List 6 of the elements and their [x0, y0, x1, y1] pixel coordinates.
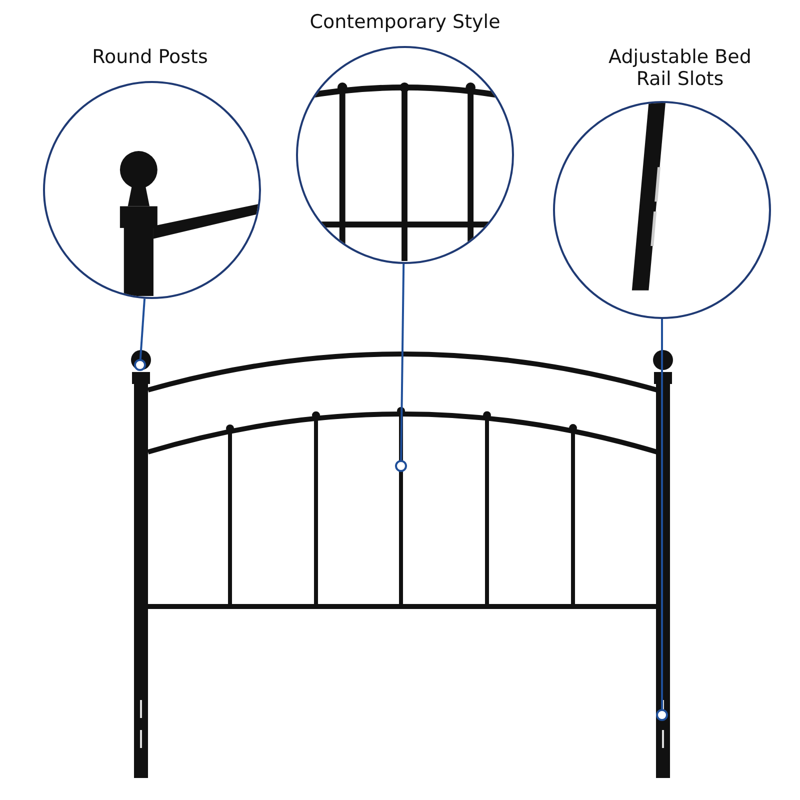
callout-heading: Adjustable Bed Rail Slots [608, 46, 752, 90]
callout-heading: Round Posts [91, 46, 209, 68]
callout-heading: Contemporary Style [308, 11, 502, 33]
leader-line [400, 264, 405, 460]
leader-line [139, 298, 146, 360]
leader-line [661, 319, 663, 709]
